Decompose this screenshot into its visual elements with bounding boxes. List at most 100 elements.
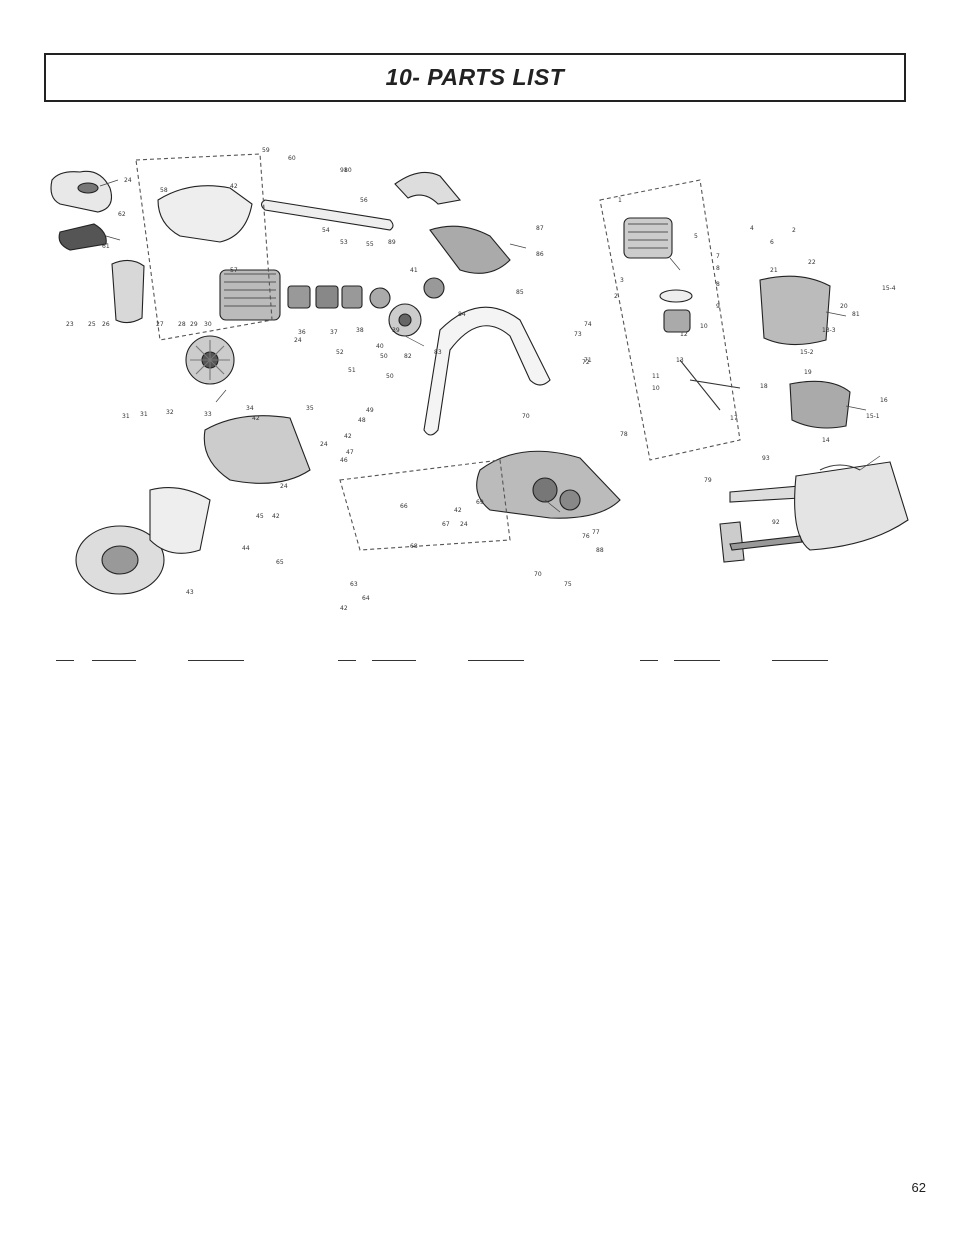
part-callout-label: 37 (330, 329, 338, 336)
header-rule (640, 660, 658, 661)
part-callout-label: 68 (410, 543, 418, 550)
part-callout-label: 50 (380, 353, 388, 360)
part-callout-label: 82 (404, 353, 412, 360)
header-rule (188, 660, 244, 661)
part-callout-label: 70 (534, 571, 542, 578)
part-callout-label: 92 (772, 519, 780, 526)
part-callout-label: 2 (614, 293, 618, 300)
part-callout-label: 24 (320, 441, 328, 448)
part-callout-label: 20 (840, 303, 848, 310)
part-callout-label: 13 (676, 357, 684, 364)
header-rule (468, 660, 524, 661)
part-callout-label: 40 (376, 343, 384, 350)
part-callout-label: 24 (280, 483, 288, 490)
part-callout-label: 4 (750, 225, 754, 232)
part-callout-label: 76 (582, 533, 590, 540)
part-callout-label: 81 (852, 311, 860, 318)
part-callout-label: 71 (584, 357, 592, 364)
part-callout-label: 22 (808, 259, 816, 266)
part-callout-label: 15-4 (882, 285, 896, 292)
part-callout-label: 36 (298, 329, 306, 336)
part-callout-label: 87 (536, 225, 544, 232)
part-callout-label: 31 (122, 413, 130, 420)
part-callout-label: 9 (716, 303, 720, 310)
part-callout-label: 59 (262, 147, 270, 154)
part-callout-label: 21 (770, 267, 778, 274)
part-callout-label: 26 (102, 321, 110, 328)
part-callout-label: 39 (392, 327, 400, 334)
part-callout-label: 48 (358, 417, 366, 424)
header-rule (372, 660, 416, 661)
part-callout-label: 3 (620, 277, 624, 284)
part-callout-label: 44 (242, 545, 250, 552)
part-callout-label: 75 (564, 581, 572, 588)
part-callout-label: 42 (272, 513, 280, 520)
header-rule (772, 660, 828, 661)
header-rule (338, 660, 356, 661)
part-callout-label: 13-3 (822, 327, 836, 334)
part-callout-label: 11 (652, 373, 660, 380)
part-callout-label: 25 (88, 321, 96, 328)
part-callout-label: 51 (348, 367, 356, 374)
part-callout-label: 56 (360, 197, 368, 204)
part-callout-label: 28 (178, 321, 186, 328)
part-callout-label: 16 (880, 397, 888, 404)
part-callout-label: 57 (230, 267, 238, 274)
part-callout-label: 15-2 (800, 349, 814, 356)
title-box: 10- PARTS LIST (44, 53, 906, 102)
part-callout-label: 38 (356, 327, 364, 334)
part-callout-label: 43 (186, 589, 194, 596)
page-number: 62 (911, 1180, 926, 1195)
part-callout-label: 85 (516, 289, 524, 296)
page-title: 10- PARTS LIST (385, 64, 565, 90)
part-callout-label: 34 (246, 405, 254, 412)
part-callout-label: 24 (124, 177, 132, 184)
part-callout-label: 10 (700, 323, 708, 330)
part-callout-label: 89 (388, 239, 396, 246)
part-callout-label: 72 (582, 359, 590, 366)
part-callout-label: 63 (350, 581, 358, 588)
part-callout-label: 66 (400, 503, 408, 510)
part-callout-label: 6 (770, 239, 774, 246)
part-callout-label: 8 (716, 265, 720, 272)
part-callout-label: 80 (344, 167, 352, 174)
part-callout-label: 31 (140, 411, 148, 418)
part-callout-label: 42 (230, 183, 238, 190)
part-callout-label: 8 (716, 281, 720, 288)
part-callout-label: 17 (730, 415, 738, 422)
part-callout-label: 84 (458, 311, 466, 318)
part-callout-label: 79 (704, 477, 712, 484)
part-callout-label: 65 (276, 559, 284, 566)
part-callout-label: 33 (204, 411, 212, 418)
part-callout-label: 93 (762, 455, 770, 462)
part-callout-label: 73 (574, 331, 582, 338)
part-callout-label: 42 (340, 605, 348, 612)
part-callout-label: 14 (822, 437, 830, 444)
part-callout-label: 91 (340, 167, 348, 174)
part-callout-label: 24 (294, 337, 302, 344)
part-callout-label: 49 (366, 407, 374, 414)
header-rule (56, 660, 74, 661)
part-callout-label: 32 (166, 409, 174, 416)
part-callout-label: 70 (522, 413, 530, 420)
part-callout-label: 88 (596, 547, 604, 554)
part-callout-label: 47 (346, 449, 354, 456)
part-callout-label: 18 (760, 383, 768, 390)
parts-list-header-rules (0, 660, 954, 666)
part-callout-label: 64 (362, 595, 370, 602)
part-callout-label: 19 (804, 369, 812, 376)
part-callout-label: 2 (792, 227, 796, 234)
part-callout-label: 24 (460, 521, 468, 528)
part-callout-label: 77 (592, 529, 600, 536)
part-callout-label: 74 (584, 321, 592, 328)
part-callout-label: 27 (156, 321, 164, 328)
part-callout-label: 1 (618, 197, 622, 204)
part-callout-label: 78 (620, 431, 628, 438)
header-rule (674, 660, 720, 661)
part-callout-label: 41 (410, 267, 418, 274)
part-callout-label: 35 (306, 405, 314, 412)
part-callout-label: 23 (66, 321, 74, 328)
exploded-view-illustration: 12234567889101011121313-31415-115-215-41… (50, 147, 909, 612)
part-callout-label: 42 (344, 433, 352, 440)
